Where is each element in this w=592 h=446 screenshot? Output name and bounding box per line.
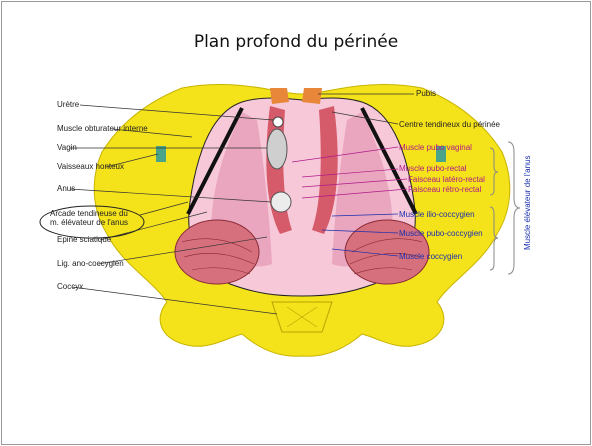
label-latero-rectal: Faisceau latéro-rectal	[408, 175, 485, 184]
label-obturateur: Muscle obturateur interne	[57, 124, 148, 133]
label-coccyx: Coccyx	[57, 282, 83, 291]
label-lig: Lig. ano-coccygien	[57, 259, 124, 268]
label-pubo-rectal: Muscle pubo-rectal	[399, 164, 467, 173]
label-pubo-vaginal: Muscle pubo vaginal	[399, 143, 472, 152]
label-arcade-line2: m. élévateur de l'anus	[50, 218, 128, 227]
label-uretre: Urètre	[57, 100, 79, 109]
label-centre-tendineux: Centre tendineux du périnée	[399, 120, 500, 129]
label-anus: Anus	[57, 184, 75, 193]
label-vaisseaux: Vaisseaux honteux	[57, 162, 124, 171]
label-epine: Epine sciatique	[57, 235, 111, 244]
pubis	[270, 88, 289, 104]
label-levator-ani-group: Muscle élévateur de l'anus	[523, 156, 532, 250]
vagina	[267, 129, 287, 169]
label-arcade-line1: Arcade tendineuse du	[50, 209, 128, 218]
brace-levator	[508, 142, 520, 274]
coccygien-left	[175, 220, 259, 284]
label-vagin: Vagin	[57, 143, 77, 152]
label-ilio-coccygien: Muscle ilio-coccygien	[399, 210, 475, 219]
anus	[271, 192, 291, 212]
label-retro-rectal: Faisceau rétro-rectal	[408, 185, 481, 194]
label-pubis: Pubis	[416, 89, 436, 98]
label-coccygien: Muscle coccygien	[399, 252, 462, 261]
urethra	[273, 117, 283, 127]
label-pubo-coccygien: Muscle pubo-coccygien	[399, 229, 483, 238]
